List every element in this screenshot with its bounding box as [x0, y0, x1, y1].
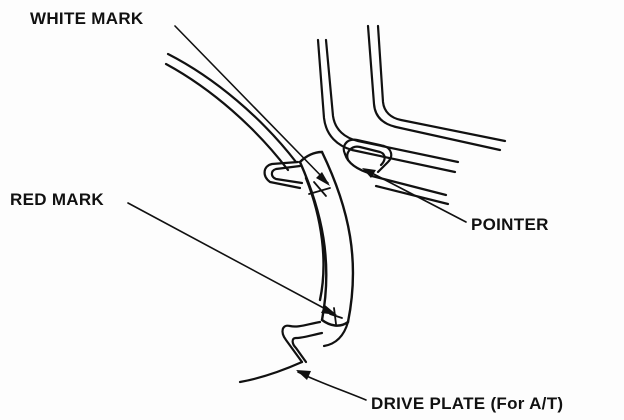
red-mark-arrow-icon	[321, 305, 337, 315]
engine-housing	[316, 24, 507, 206]
red-mark-leader	[127, 202, 334, 314]
white-mark-arrow-icon	[316, 172, 330, 186]
flywheel-edge	[164, 52, 298, 172]
white-mark-label: WHITE MARK	[30, 9, 144, 28]
pointer-leader	[365, 169, 467, 223]
drive-plate-ring	[298, 150, 355, 327]
drive-plate-label: DRIVE PLATE (For A/T)	[371, 394, 564, 413]
pointer-label: POINTER	[471, 215, 549, 234]
upper-notch	[263, 160, 304, 190]
arrowheads	[296, 168, 376, 380]
lower-notch	[281, 320, 350, 364]
pointer-arrow-icon	[362, 168, 376, 178]
white-mark-leader	[174, 25, 329, 184]
drive-plate-edge	[238, 360, 304, 384]
red-mark-label: RED MARK	[10, 190, 105, 209]
leader-lines	[127, 25, 467, 401]
timing-marks	[308, 181, 343, 325]
drive-plate-arrow-icon	[296, 370, 311, 380]
